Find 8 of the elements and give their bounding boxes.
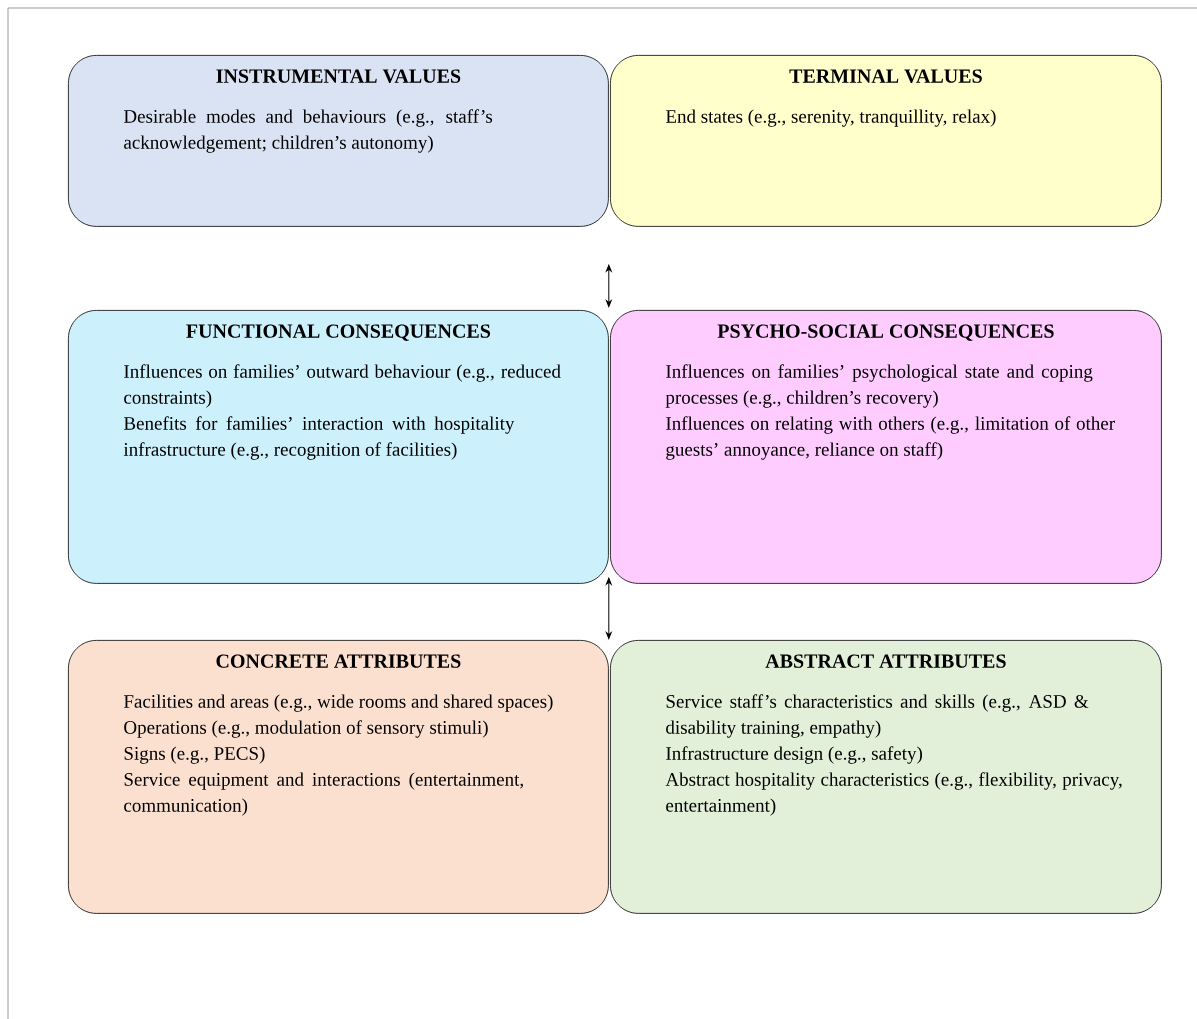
consequence-box: PSYCHO-SOCIAL CONSEQUENCES Influences on families’ psychological state and coping processes (e.g., children’s recovery) Influences on relating with others (e.g., limitation of other guests’ annoyance, reliance on staff) <box>610 310 1162 584</box>
double-arrow <box>605 264 612 308</box>
value-box: INSTRUMENTAL VALUES Desirable modes and behaviours (e.g., staff’s acknowledgement; children’s autonomy) <box>68 55 609 227</box>
double-arrow <box>605 577 612 640</box>
attribute-box: ABSTRACT ATTRIBUTES Service staff’s characteristics and skills (e.g., ASD & disability training, empathy) Infrastructure design (e.g., safety) Abstract hospitality characteristics (e.g., flexibility, privacy, entertainment) <box>610 640 1162 914</box>
attribute-box: CONCRETE ATTRIBUTES Facilities and areas (e.g., wide rooms and shared spaces) Operations (e.g., modulation of sensory stimuli) Signs (e.g., PECS) Service equipment and interactions (entertainment, communication) <box>68 640 609 914</box>
value-box: TERMINAL VALUES End states (e.g., serenity, tranquillity, relax) <box>610 55 1162 227</box>
consequence-box: FUNCTIONAL CONSEQUENCES Influences on families’ outward behaviour (e.g., reduced constraints) Benefits for families’ interaction with hospitality infrastructure (e.g., recognition of facilities) <box>68 310 609 584</box>
